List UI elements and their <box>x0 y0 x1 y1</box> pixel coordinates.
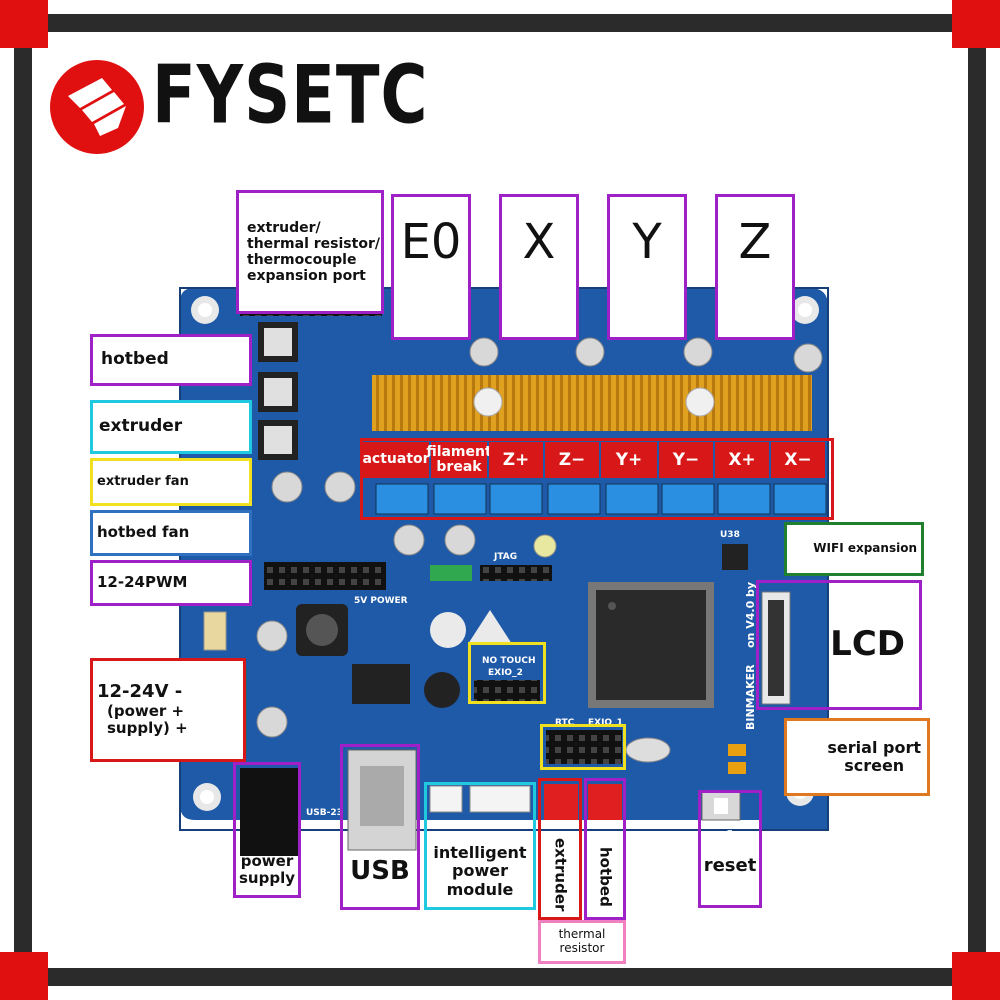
endstop-label-y-plus: Y+ <box>601 442 657 478</box>
callout-wifi: WIFI expansion <box>784 522 924 576</box>
no-touch-outline <box>468 642 546 704</box>
callout-thermal-resistor: thermal resistor <box>538 920 626 964</box>
exio2-label: EXIO_2 <box>488 668 523 678</box>
callout-hotbed: hotbed <box>90 334 252 386</box>
callout-extruder: extruder <box>90 400 252 454</box>
corner-accent-bottom-left <box>0 952 48 1000</box>
endstop-label-x-plus: X+ <box>715 442 769 478</box>
callout-usb: USB <box>340 744 420 910</box>
callout-power-module: intelligent power module <box>424 782 536 910</box>
callout-pwm: 12-24PWM <box>90 560 252 606</box>
no-touch-label: NO TOUCH <box>482 656 536 666</box>
callout-thermistor-hotbed: hotbed <box>584 778 626 920</box>
callout-y: Y <box>607 194 687 340</box>
endstop-label-y-minus: Y− <box>659 442 713 478</box>
exio1-outline <box>540 724 626 770</box>
thermistor-hotbed-label: hotbed <box>596 847 615 907</box>
callout-thermistor-extruder: extruder <box>538 778 582 920</box>
jtag-label: JTAG <box>494 552 518 562</box>
endstop-label-z-minus: Z− <box>545 442 599 478</box>
corner-accent-bottom-right <box>952 952 1000 1000</box>
brand-name: FYSETC <box>152 50 429 143</box>
callout-extruder-fan: extruder fan <box>90 458 252 506</box>
rst-key-label: RST_KEY <box>708 822 752 832</box>
power-5v-label: 5V POWER <box>354 596 408 606</box>
chip-label-u38: U38 <box>720 530 740 540</box>
callout-x: X <box>499 194 579 340</box>
callout-lcd: LCD <box>756 580 922 710</box>
callout-reset: reset <box>698 790 762 908</box>
boot-label: BOOT0->1 <box>640 822 693 832</box>
endstop-label-actuator: actuator <box>362 442 430 478</box>
corner-accent-top-left <box>0 0 48 48</box>
callout-power-input: 12-24V - (power + supply) + <box>90 658 246 762</box>
power-input-line3: supply) + <box>107 719 188 738</box>
callout-hotbed-fan: hotbed fan <box>90 510 252 556</box>
callout-z: Z <box>715 194 795 340</box>
callout-e0: E0 <box>391 194 471 340</box>
endstop-label-filament-break: filament break <box>426 442 492 478</box>
power-input-line2: (power + <box>107 702 185 721</box>
callout-serial-screen: serial port screen <box>784 718 930 796</box>
inner-border <box>30 30 970 970</box>
border-frame <box>14 14 986 986</box>
callout-power-supply: power supply <box>233 762 301 898</box>
endstop-label-x-minus: X− <box>771 442 825 478</box>
endstop-group-outline <box>360 438 834 520</box>
fysetc-logo-icon <box>50 60 144 154</box>
power-input-line1: 12-24V - <box>97 681 183 703</box>
corner-accent-top-right <box>952 0 1000 48</box>
rtc-label: RTC <box>555 718 575 728</box>
exio1-label: EXIO_1 <box>588 718 623 728</box>
thermistor-extruder-label: extruder <box>551 837 570 911</box>
callout-expansion-port: extruder/ thermal resistor/ thermocouple… <box>236 190 384 314</box>
usb-silk-label: USB-23 <box>306 808 343 818</box>
endstop-label-z-plus: Z+ <box>489 442 543 478</box>
